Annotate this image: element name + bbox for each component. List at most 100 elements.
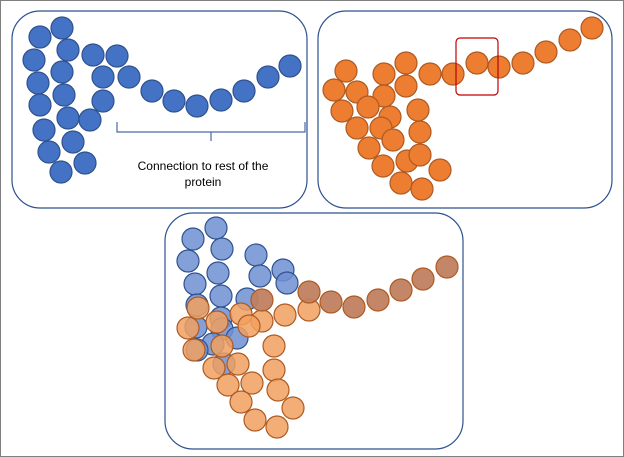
blue-bead bbox=[73, 151, 97, 175]
overlay-orange-bead bbox=[266, 378, 290, 402]
overlay-orange-chain bbox=[176, 296, 321, 439]
panel-overlay-frame bbox=[164, 212, 464, 450]
overlay-shared-bead bbox=[342, 295, 366, 319]
blue-bead bbox=[209, 88, 233, 112]
blue-bead bbox=[105, 44, 129, 68]
blue-bead bbox=[28, 93, 52, 117]
overlay-blue-bead bbox=[206, 261, 230, 285]
blue-bead bbox=[117, 65, 141, 89]
blue-bead bbox=[91, 65, 115, 89]
orange-bead bbox=[322, 78, 346, 102]
orange-bead bbox=[408, 143, 432, 167]
overlay-shared-bead bbox=[319, 290, 343, 314]
panel-blue-chain: Connection to rest of the protein bbox=[11, 10, 308, 209]
orange-bead-chain bbox=[322, 16, 604, 201]
orange-bead bbox=[372, 84, 396, 108]
overlay-shared-chain bbox=[250, 255, 459, 319]
blue-bead bbox=[37, 140, 61, 164]
blue-bead bbox=[56, 38, 80, 62]
overlay-shared-bead bbox=[297, 280, 321, 304]
overlay-blue-bead bbox=[204, 216, 228, 240]
orange-bead bbox=[372, 62, 396, 86]
blue-bead-chain bbox=[22, 16, 302, 184]
overlay-orange-bead bbox=[226, 352, 250, 376]
panel-orange-chain bbox=[317, 10, 613, 209]
orange-bead bbox=[345, 116, 369, 140]
orange-bead bbox=[356, 95, 380, 119]
blue-bead bbox=[185, 94, 209, 118]
blue-bead bbox=[52, 83, 76, 107]
orange-bead bbox=[381, 128, 405, 152]
blue-bead bbox=[78, 108, 102, 132]
overlay-orange-bead bbox=[265, 415, 289, 439]
overlay-blue-bead bbox=[248, 264, 272, 288]
orange-bead bbox=[580, 16, 604, 40]
orange-bead bbox=[357, 136, 381, 160]
orange-bead bbox=[418, 62, 442, 86]
highlight-box bbox=[455, 37, 499, 96]
overlay-blue-bead bbox=[176, 249, 200, 273]
orange-bead bbox=[534, 40, 558, 64]
overlay-blue-bead bbox=[244, 243, 268, 267]
blue-bead bbox=[232, 79, 256, 103]
overlay-shared-bead bbox=[411, 267, 435, 291]
panel-overlay bbox=[164, 212, 464, 450]
overlay-blue-bead bbox=[275, 271, 299, 295]
overlay-orange-bead bbox=[205, 310, 229, 334]
blue-bead bbox=[56, 106, 80, 130]
blue-bead bbox=[50, 16, 74, 40]
blue-bead bbox=[50, 60, 74, 84]
overlay-orange-bead bbox=[281, 396, 305, 420]
orange-bead bbox=[408, 120, 432, 144]
overlay-blue-bead bbox=[183, 272, 207, 296]
connection-bracket bbox=[116, 122, 306, 141]
blue-bead bbox=[61, 130, 85, 154]
orange-bead bbox=[410, 177, 434, 201]
blue-bead bbox=[22, 48, 46, 72]
blue-bead bbox=[91, 89, 115, 113]
orange-bead bbox=[441, 62, 465, 86]
overlay-orange-bead bbox=[182, 338, 206, 362]
overlay-orange-bead bbox=[210, 334, 234, 358]
blue-bead bbox=[140, 79, 164, 103]
orange-bead bbox=[487, 55, 511, 79]
overlay-orange-bead bbox=[243, 408, 267, 432]
overlay-shared-bead bbox=[250, 288, 274, 312]
overlay-blue-bead bbox=[209, 284, 233, 308]
overlay-orange-bead bbox=[216, 373, 240, 397]
orange-bead bbox=[371, 154, 395, 178]
orange-bead bbox=[406, 98, 430, 122]
blue-bead bbox=[49, 160, 73, 184]
overlay-orange-bead bbox=[186, 296, 210, 320]
overlay-orange-bead bbox=[237, 314, 261, 338]
blue-bead bbox=[32, 118, 56, 142]
orange-bead bbox=[394, 51, 418, 75]
overlay-shared-bead bbox=[366, 288, 390, 312]
orange-bead bbox=[558, 28, 582, 52]
overlay-orange-bead bbox=[202, 356, 226, 380]
overlay-shared-bead bbox=[389, 278, 413, 302]
orange-bead bbox=[334, 59, 358, 83]
overlay-orange-bead bbox=[262, 334, 286, 358]
orange-bead bbox=[465, 51, 489, 75]
blue-bead bbox=[26, 71, 50, 95]
overlay-blue-bead bbox=[181, 227, 205, 251]
overlay-orange-bead bbox=[262, 358, 286, 382]
annotation-line-2: protein bbox=[185, 175, 222, 189]
orange-bead bbox=[389, 171, 413, 195]
overlay-orange-bead bbox=[229, 390, 253, 414]
orange-bead bbox=[330, 99, 354, 123]
overlay-orange-bead bbox=[176, 316, 200, 340]
orange-bead bbox=[511, 51, 535, 75]
overlay-orange-bead bbox=[240, 371, 264, 395]
blue-bead bbox=[256, 65, 280, 89]
blue-bead bbox=[28, 25, 52, 49]
orange-bead bbox=[394, 74, 418, 98]
overlay-orange-bead bbox=[273, 303, 297, 327]
overlay-shared-bead bbox=[435, 255, 459, 279]
overlay-blue-bead bbox=[210, 237, 234, 261]
annotation-line-1: Connection to rest of the bbox=[138, 159, 269, 173]
orange-bead bbox=[428, 158, 452, 182]
